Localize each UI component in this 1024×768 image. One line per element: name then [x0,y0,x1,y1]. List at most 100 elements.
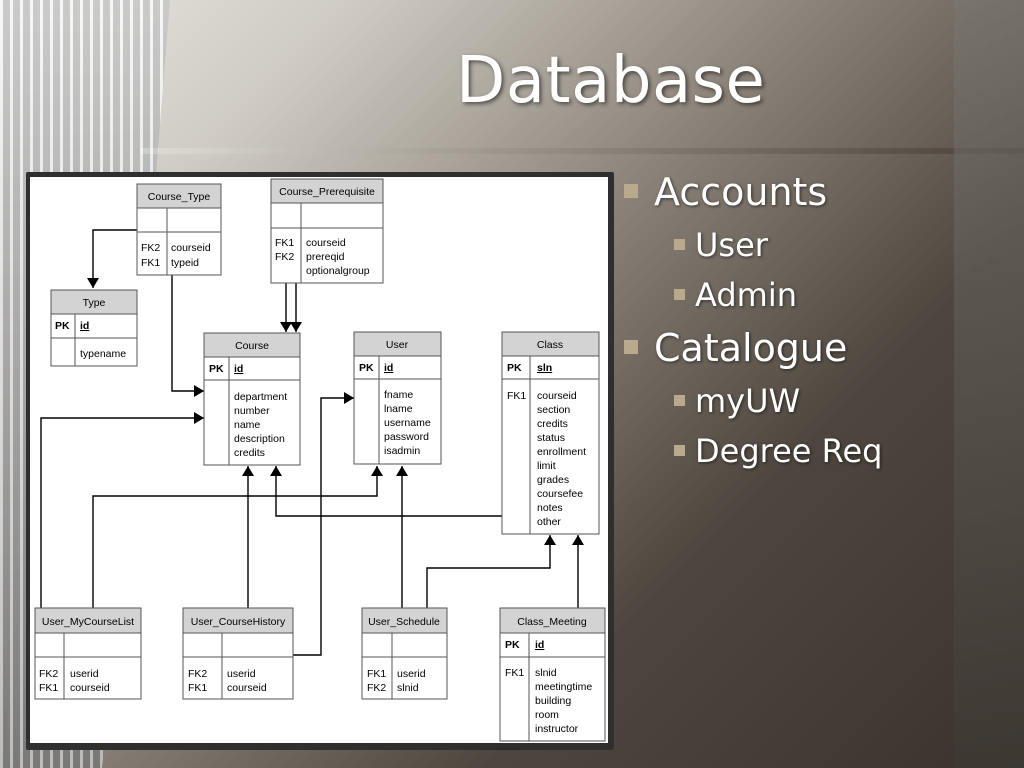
relationship-lines [40,229,584,656]
class-field: coursefee [537,488,583,500]
table-class-meeting: Class_Meeting PK id FK1 slnid meetingtim… [499,607,606,742]
sub-bullet-label: myUW [695,382,801,420]
rel-mycourselist-course [40,412,204,608]
user-mycourselist-key: FK2 [39,668,58,680]
user-field: username [384,417,431,429]
table-type: Type PK id typename [50,289,138,367]
bullet-label: Accounts [654,170,828,214]
class-field: credits [537,418,568,430]
bullet-square-icon [624,183,638,198]
user-coursehistory-key: FK2 [188,668,207,680]
course-pk-field: id [234,363,243,375]
table-user: User PK id fname lname username password… [353,331,442,465]
sub-bullet-myuw: myUW [674,382,800,420]
course-prerequisite-key: FK2 [275,251,294,263]
course-type-key: FK2 [141,242,160,254]
user-field: lname [384,403,413,415]
user-field: isadmin [384,445,420,457]
user-key: PK [359,362,374,374]
background-band [140,148,1024,154]
type-pk-field: id [80,320,89,332]
class-meeting-field: building [535,695,571,707]
table-class: Class PK sln FK1 courseid section credit… [501,331,600,535]
class-field: status [537,432,565,444]
course-field: name [234,419,260,431]
user-schedule-key: FK2 [367,682,386,694]
user-pk-field: id [384,362,393,374]
bullet-label: Catalogue [654,326,848,370]
rel-coursehistory-user [293,392,354,656]
bullet-square-icon [674,288,685,300]
sub-bullet-label: Admin [695,276,797,314]
class-meeting-field: slnid [535,667,557,679]
class-meeting-key: PK [505,639,520,651]
rel-class-course [270,466,502,517]
course-prerequisite-field: courseid [306,237,346,249]
class-meeting-pk-field: id [535,639,544,651]
class-key: PK [507,362,522,374]
sub-bullet-label: Degree Req [695,432,883,470]
bullet-catalogue: Catalogue [624,326,847,370]
user-mycourselist-title: User_MyCourseList [42,616,134,628]
table-user-mycourselist: User_MyCourseList FK2 FK1 userid coursei… [34,607,142,700]
user-coursehistory-key: FK1 [188,682,207,694]
type-title: Type [83,297,106,309]
course-field: department [234,391,287,403]
rel-coursetype-course [171,275,204,397]
course-prerequisite-title: Course_Prerequisite [279,186,375,198]
course-field: number [234,405,270,417]
background-right-panel [954,0,1024,768]
user-mycourselist-field: courseid [70,682,110,694]
course-type-key: FK1 [141,257,160,269]
rel-schedule-class [426,535,556,608]
course-type-field: typeid [171,257,199,269]
course-title: Course [235,340,269,352]
user-title: User [386,339,409,351]
user-schedule-title: User_Schedule [368,616,440,628]
bullet-square-icon [674,394,685,406]
table-user-schedule: User_Schedule FK1 FK2 userid slnid [361,607,448,700]
user-mycourselist-key: FK1 [39,682,58,694]
class-meeting-key: FK1 [505,667,524,679]
er-diagram: Course_Type FK2 FK1 courseid typeid Cour… [30,177,608,743]
class-field: notes [537,502,563,514]
bullet-square-icon [674,238,685,250]
rel-coursetype-type [87,229,137,288]
class-meeting-title: Class_Meeting [517,616,587,628]
sub-bullet-label: User [695,226,768,264]
course-prerequisite-field: prereqid [306,251,345,263]
class-field: section [537,404,570,416]
class-field: other [537,516,561,528]
class-meeting-field: room [535,709,559,721]
class-field: grades [537,474,569,486]
user-coursehistory-field: userid [227,668,256,680]
table-course-type: Course_Type FK2 FK1 courseid typeid [136,183,222,276]
rel-mycourselist-user [92,466,383,608]
table-user-coursehistory: User_CourseHistory FK2 FK1 userid course… [182,607,294,700]
course-type-field: courseid [171,242,211,254]
type-field: typename [80,348,126,360]
class-key: FK1 [507,390,526,402]
table-course: Course PK id department number name desc… [203,332,301,466]
user-schedule-field: userid [397,668,426,680]
course-field: description [234,433,285,445]
user-schedule-field: slnid [397,682,419,694]
sub-bullet-degree-req: Degree Req [674,432,882,470]
course-type-title: Course_Type [148,191,211,203]
course-field: credits [234,447,265,459]
bullet-accounts: Accounts [624,170,827,214]
type-key: PK [55,320,70,332]
course-key: PK [209,363,224,375]
table-course-prerequisite: Course_Prerequisite FK1 FK2 courseid pre… [270,178,384,284]
sub-bullet-user: User [674,226,768,264]
user-mycourselist-field: userid [70,668,99,680]
sub-bullet-admin: Admin [674,276,797,314]
user-field: password [384,431,429,443]
course-prerequisite-key: FK1 [275,237,294,249]
user-coursehistory-field: courseid [227,682,267,694]
bullet-square-icon [674,444,685,456]
bullet-square-icon [624,339,638,354]
user-coursehistory-title: User_CourseHistory [191,616,286,628]
user-field: fname [384,389,413,401]
slide-title: Database [456,44,766,118]
